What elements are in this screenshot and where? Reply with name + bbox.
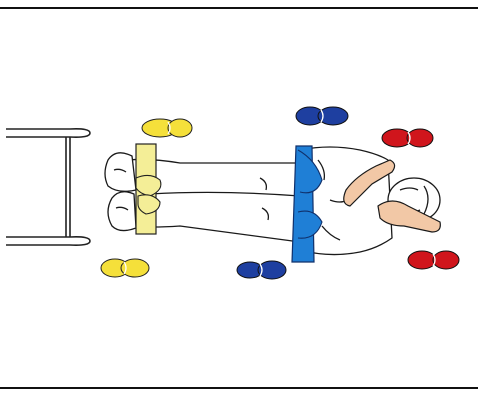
blue-footprints-top xyxy=(296,107,348,125)
red-footprints-top xyxy=(382,129,433,147)
blue-footprints-bottom xyxy=(237,261,286,279)
red-footprints-bottom xyxy=(408,251,459,269)
stretcher-frame xyxy=(6,129,90,245)
yellow-footprints-top xyxy=(142,119,192,137)
yellow-footprints-bottom xyxy=(101,259,149,277)
